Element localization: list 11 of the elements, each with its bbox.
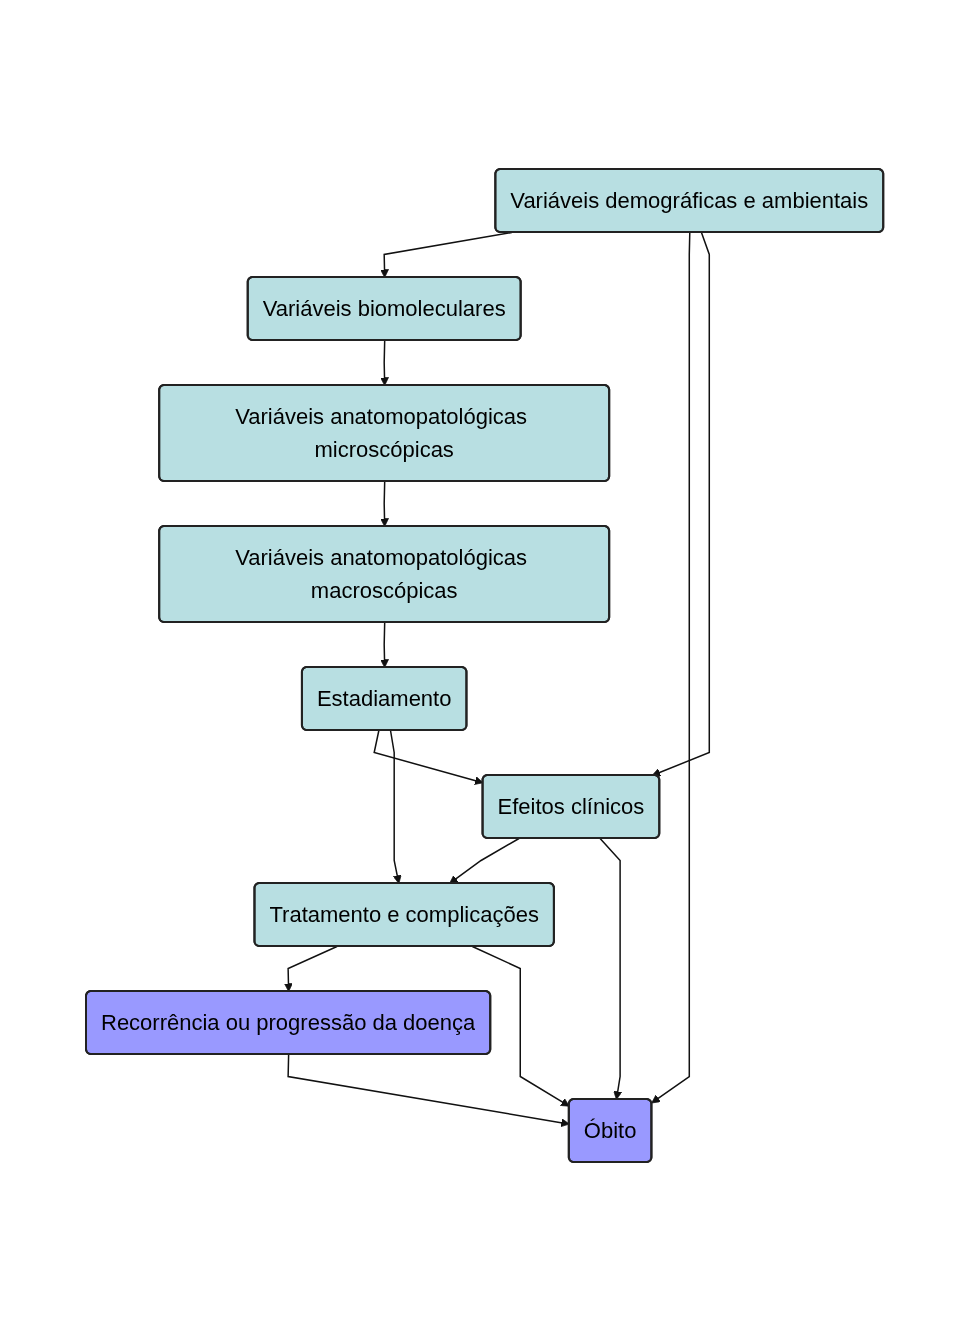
arrow bbox=[380, 621, 389, 668]
arrow bbox=[380, 480, 389, 527]
arrow bbox=[471, 945, 570, 1107]
arrow bbox=[389, 729, 402, 884]
arrow bbox=[651, 231, 691, 1104]
arrow bbox=[380, 339, 389, 386]
arrow bbox=[283, 945, 338, 992]
arrow bbox=[651, 231, 710, 777]
arrow bbox=[449, 837, 520, 884]
arrow bbox=[373, 729, 484, 785]
arrow bbox=[599, 837, 622, 1100]
